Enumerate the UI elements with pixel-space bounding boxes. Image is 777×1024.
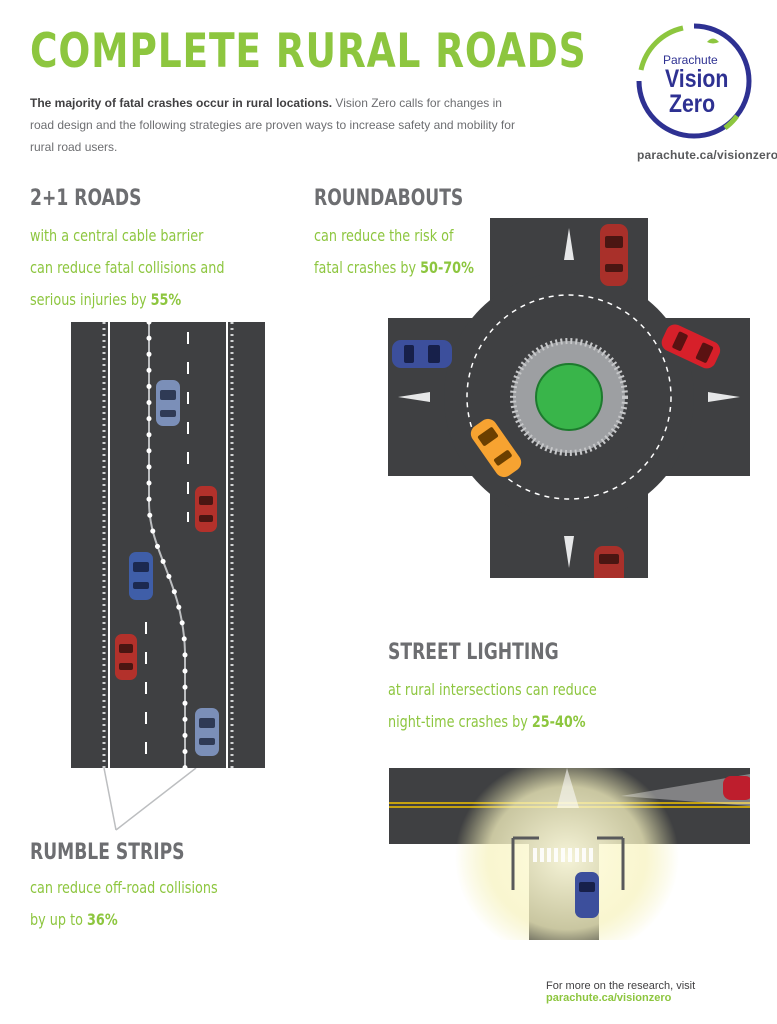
roundabouts-heading: ROUNDABOUTS (314, 186, 464, 211)
street-lighting-line1: at rural intersections can reduce (388, 680, 597, 699)
two-plus-one-stat: 55% (150, 290, 182, 309)
two-plus-one-line1: with a central cable barrier (30, 226, 204, 245)
car-blue-2 (129, 552, 153, 600)
car-blue-bottom (575, 872, 599, 918)
rumble-strips-stat: 36% (87, 910, 118, 929)
logo-url[interactable]: parachute.ca/visionzero (637, 148, 777, 162)
rumble-strip-callout-lines (96, 767, 206, 838)
intro-bold: The majority of fatal crashes occur in r… (30, 96, 333, 110)
two-plus-one-line2: can reduce fatal collisions and (30, 258, 225, 277)
rumble-strips-text: can reduce off-road collisions by up to … (30, 872, 218, 936)
parachute-vision-zero-logo: Parachute Vision Zero (633, 20, 755, 142)
car-blue-3 (195, 708, 219, 756)
roundabouts-line1: can reduce the risk of (314, 226, 454, 245)
car-red-right (723, 776, 753, 800)
roundabouts-text: can reduce the risk of fatal crashes by … (314, 220, 474, 284)
page-title: COMPLETE RURAL ROADS (30, 24, 587, 79)
rumble-strips-heading: RUMBLE STRIPS (30, 840, 185, 865)
car-red-east (661, 324, 721, 369)
rumble-strips-line2: by up to 36% (30, 910, 118, 929)
logo-vision: Vision (665, 65, 729, 93)
car-red-north (600, 224, 628, 286)
street-lighting-stat: 25-40% (531, 712, 586, 731)
car-red-2 (115, 634, 137, 680)
intro-rest: Vision Zero calls for changes in road de… (30, 96, 515, 154)
street-lighting-heading: STREET LIGHTING (388, 640, 559, 665)
car-blue-1 (156, 380, 180, 426)
two-plus-one-line3: serious injuries by 55% (30, 290, 182, 309)
intro-paragraph: The majority of fatal crashes occur in r… (30, 92, 520, 158)
roundabouts-stat: 50-70% (420, 258, 474, 277)
two-plus-one-heading: 2+1 ROADS (30, 186, 142, 211)
logo-zero: Zero (669, 90, 716, 118)
two-plus-one-road-illustration (71, 319, 265, 771)
footer-text: For more on the research, visit (546, 980, 696, 992)
car-orange (470, 418, 522, 478)
roundabout-illustration (388, 218, 750, 586)
car-red-1 (195, 486, 217, 532)
roundabouts-line2: fatal crashes by 50-70% (314, 258, 474, 277)
street-lighting-illustration (389, 756, 753, 960)
footer: For more on the research, visit parachut… (546, 980, 777, 1004)
street-lighting-text: at rural intersections can reduce night-… (388, 674, 597, 738)
car-red-south (594, 546, 624, 586)
rumble-strips-line1: can reduce off-road collisions (30, 878, 218, 897)
street-lighting-line2: night-time crashes by 25-40% (388, 712, 586, 731)
car-blue-west (392, 340, 452, 368)
parachute-icon (707, 38, 719, 44)
footer-link[interactable]: parachute.ca/visionzero (546, 992, 672, 1004)
two-plus-one-text: with a central cable barrier can reduce … (30, 220, 225, 316)
logo-top-word: Parachute (663, 53, 718, 67)
